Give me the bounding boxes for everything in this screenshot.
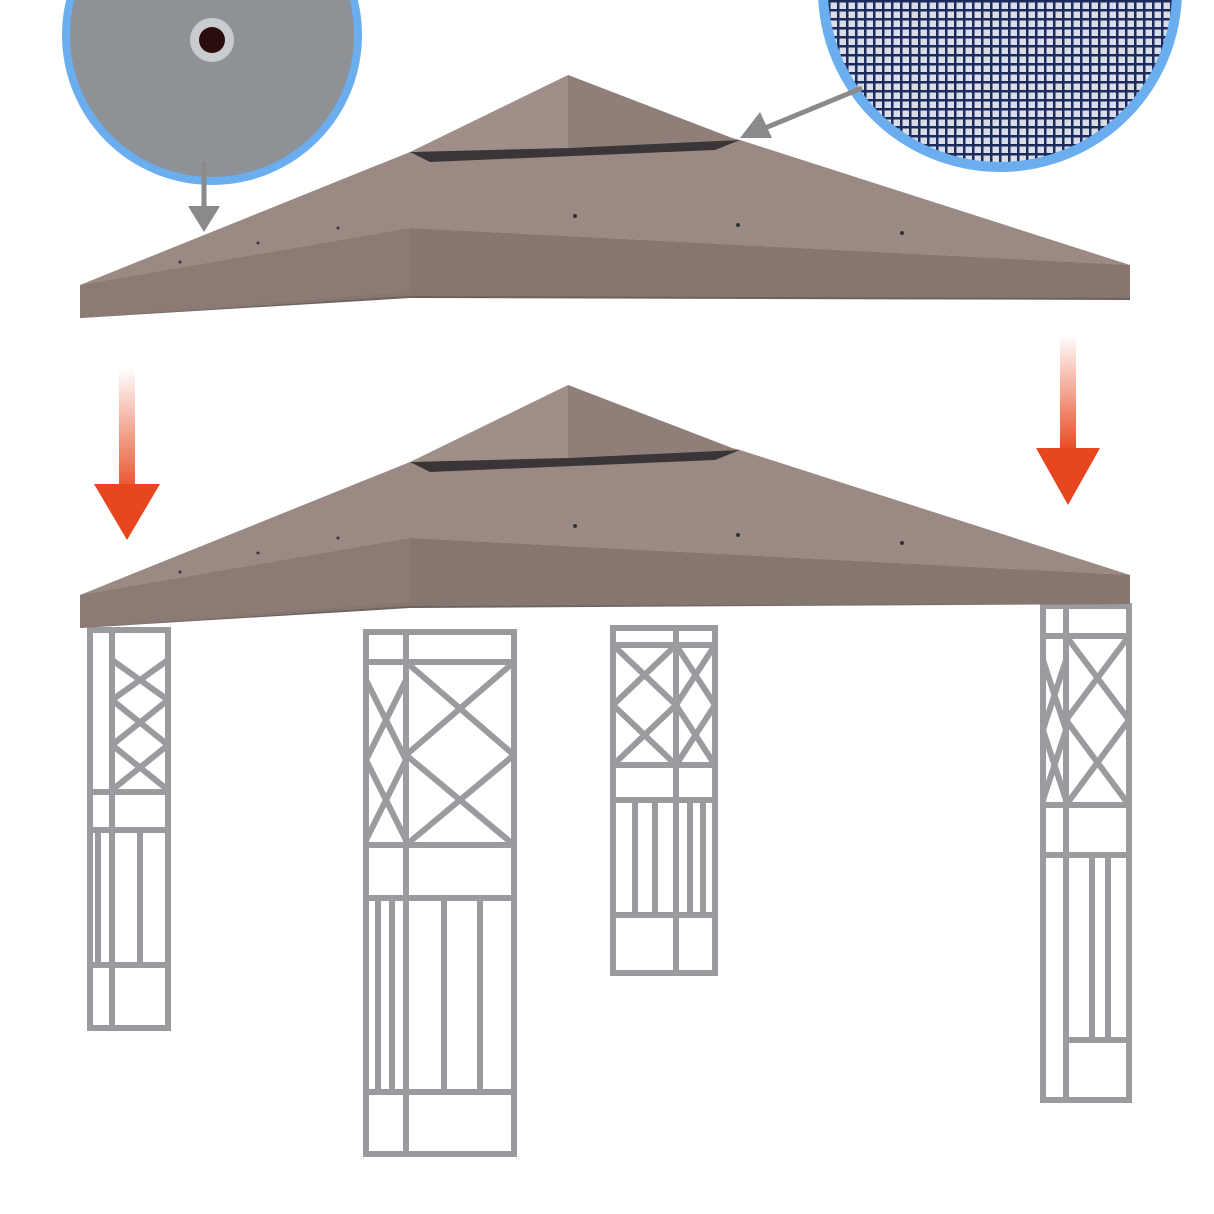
- arrow-down-icon: [1036, 448, 1100, 505]
- arrow-down-icon: [94, 484, 160, 540]
- grommet-hole-closeup-icon: [190, 18, 234, 62]
- leg-back-right: [610, 625, 718, 976]
- grommet-closeup-callout: [62, 0, 362, 185]
- canopy-installed: [80, 385, 1130, 628]
- leg-front-left: [363, 629, 517, 1157]
- pointer-arrow-left: [188, 162, 220, 232]
- leg-back-left: [87, 627, 171, 1031]
- grommet-holes: [178, 214, 904, 264]
- mesh-vent-closeup-callout: [818, 0, 1182, 172]
- drop-arrow-left: [94, 368, 160, 540]
- gazebo-frame: [87, 603, 1132, 1157]
- grommet-holes: [178, 524, 904, 574]
- pointer-arrow-right: [740, 85, 863, 138]
- canopy-replacement-top: [80, 75, 1130, 318]
- leg-front-right: [1040, 603, 1132, 1103]
- drop-arrow-right: [1036, 335, 1100, 505]
